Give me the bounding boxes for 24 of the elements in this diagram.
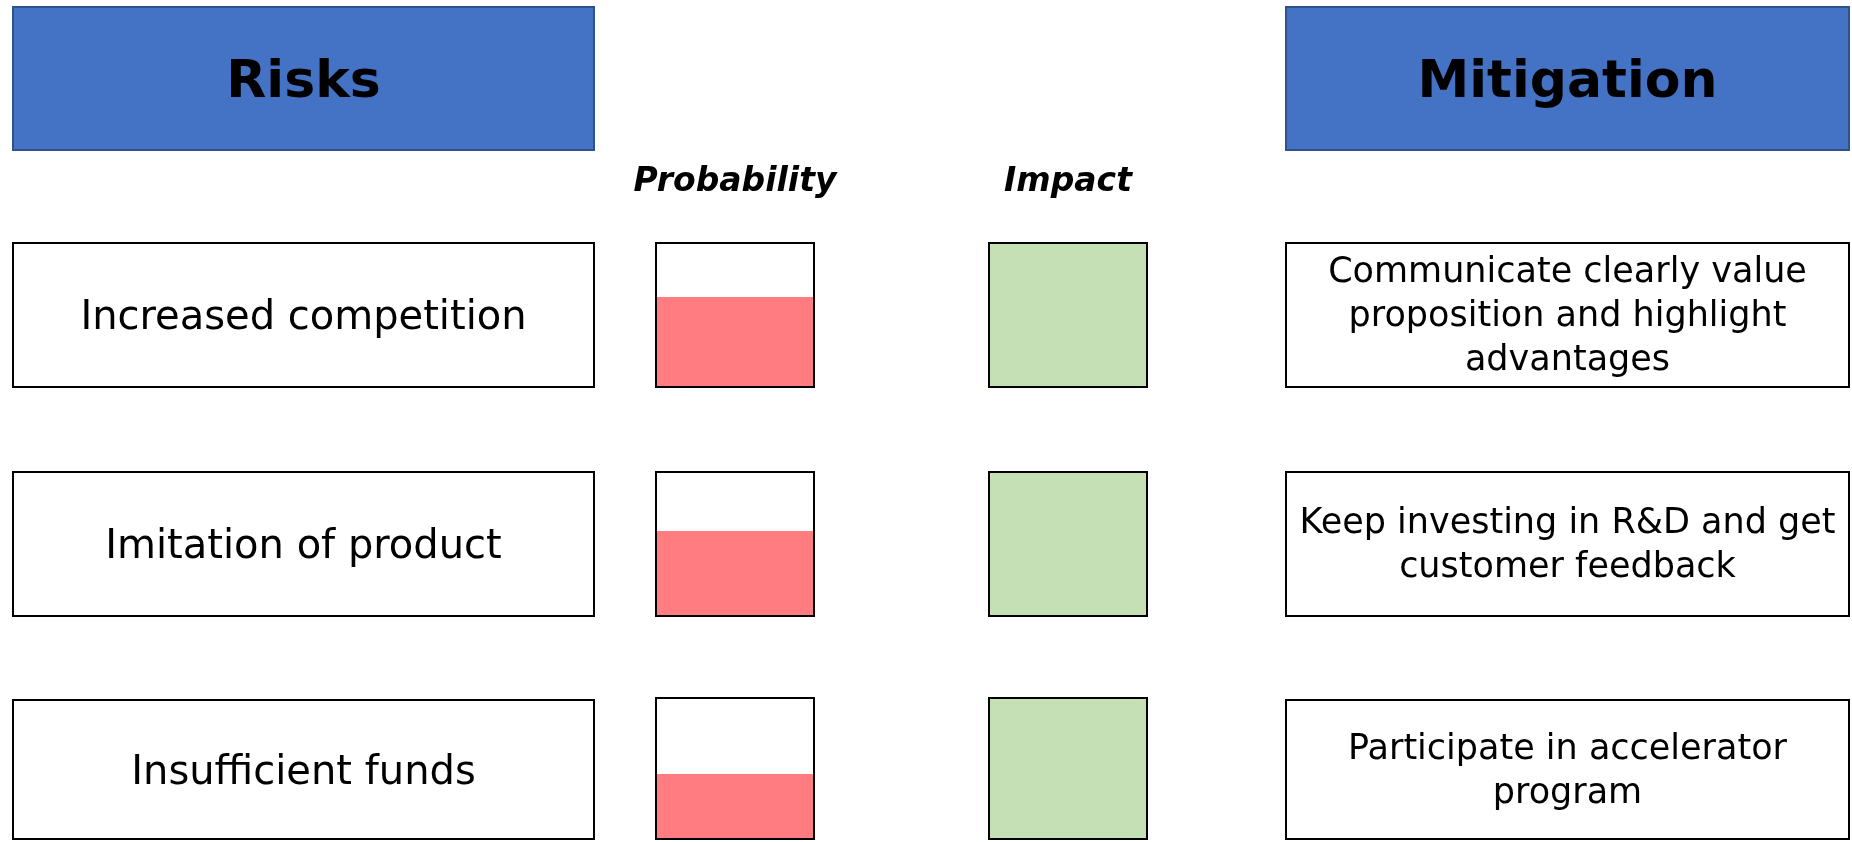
risk-box [12, 242, 595, 388]
column-heading: Impact [1004, 160, 1132, 199]
mitigation-box [1285, 471, 1850, 617]
header-box [1285, 6, 1850, 151]
impact-box [988, 697, 1148, 840]
impact-box [988, 471, 1148, 617]
header-box [12, 6, 595, 151]
header-text: Mitigation [1417, 48, 1718, 109]
probability-bar [655, 242, 815, 388]
mitigation-text: Participate in accelerator program [1347, 725, 1788, 813]
mitigation-box [1285, 699, 1850, 840]
mitigation-box [1285, 242, 1850, 388]
risk-box [12, 471, 595, 617]
mitigation-text: Keep investing in R&D and get customer feedback [1298, 500, 1837, 587]
impact-box [988, 242, 1148, 388]
mitigation-text: Communicate clearly value proposition and highlight advantages [1327, 249, 1808, 380]
risk-text: Insufficient funds [131, 746, 476, 793]
risk-text: Imitation of product [105, 521, 502, 567]
risk-text: Increased competition [80, 292, 527, 338]
probability-bar [655, 697, 815, 840]
column-heading: Probability [633, 160, 837, 199]
risk-box [12, 699, 595, 840]
header-text: Risks [226, 48, 381, 109]
probability-bar [655, 471, 815, 617]
